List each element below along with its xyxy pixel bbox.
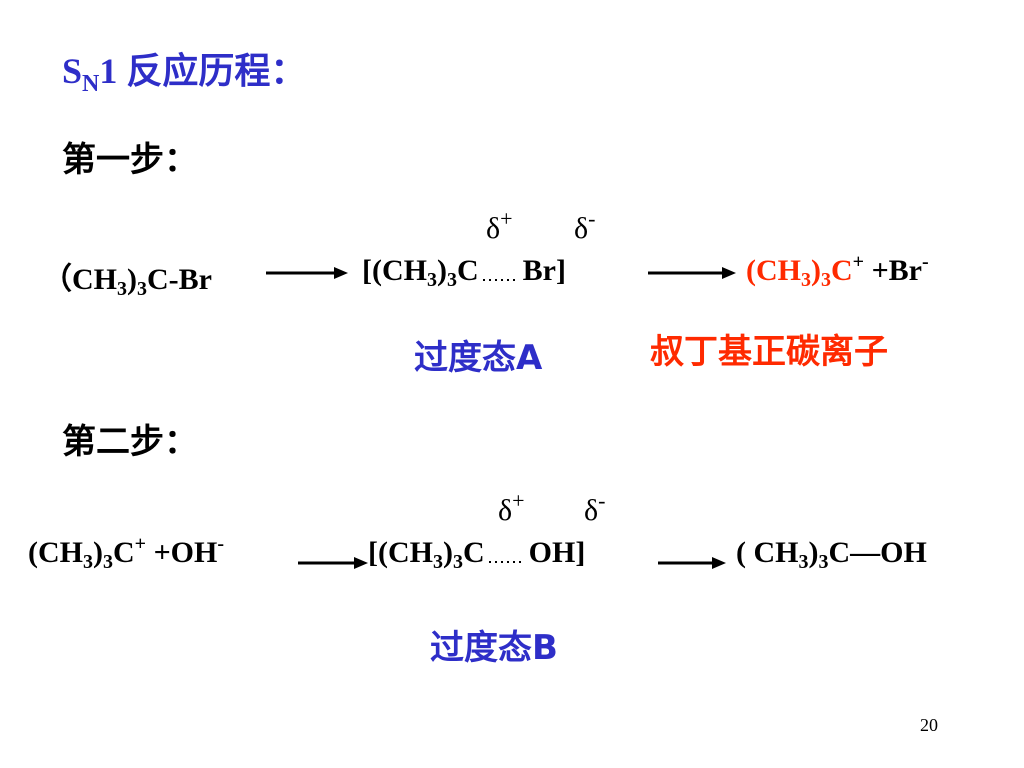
transition-state-a-label: 过度态A: [414, 338, 543, 378]
tert-butyl-carbocation-label: 叔丁基正碳离子: [650, 332, 888, 372]
partial-bond-dots: [488, 561, 525, 563]
step1-reactant: （CH3)3C-Br: [42, 263, 212, 300]
step1-arrow-2: [648, 267, 736, 279]
step2-heading: 第二步：: [62, 422, 198, 462]
slide-title: SN1 反应历程：: [62, 51, 307, 98]
step2-arrow-2: [658, 557, 726, 569]
step2-delta-minus: δ-: [584, 488, 606, 528]
transition-state-b-label: 过度态B: [430, 628, 558, 668]
step1-heading: 第一步：: [62, 140, 198, 180]
page-number: 20: [920, 715, 938, 735]
step1-delta-minus: δ-: [574, 206, 596, 246]
step2-product: ( CH3)3C—OH: [736, 536, 927, 573]
step1-delta-plus: δ+: [486, 206, 513, 246]
partial-bond-dots: [482, 279, 519, 281]
step1-arrow-1: [266, 267, 348, 279]
step2-delta-plus: δ+: [498, 488, 525, 528]
step1-product: (CH3)3C+ +Br-: [746, 251, 929, 291]
step2-arrow-1: [298, 557, 368, 569]
step2-reactant: (CH3)3C+ +OH-: [28, 533, 225, 573]
